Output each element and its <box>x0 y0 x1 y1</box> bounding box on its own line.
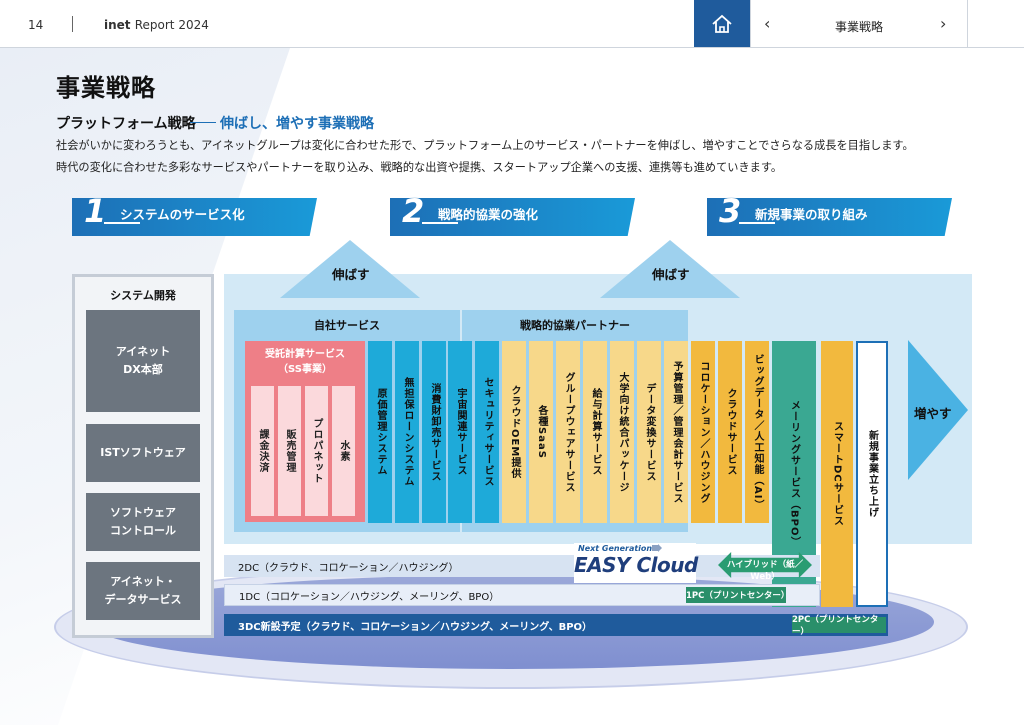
own-service-space: 宇宙関連サービス <box>448 341 472 523</box>
hybrid-label: ハイブリッド（紙／Web） <box>726 560 804 582</box>
partner-saas: 各種SaaS <box>529 341 553 523</box>
section-title: 事業戦略 <box>834 20 883 34</box>
body-text-line-1: 社会がいかに変わろうとも、アイネットグループは変化に合わせた形で、プラットフォー… <box>56 139 914 152</box>
ss-item-propanet: プロパネット <box>305 386 328 516</box>
strategy-label-1: システムのサービス化 <box>120 207 245 222</box>
ss-item-hydrogen: 水素 <box>332 386 355 516</box>
ss-business-title: 受託計算サービス （SS事業） <box>265 349 345 375</box>
dc3-row: 3DC新設予定（クラウド、コロケーション／ハウジング、メーリング、BPO） <box>224 614 888 636</box>
increase-label: 増やす <box>914 406 952 421</box>
service-smart-dc: スマートDCサービス <box>821 341 853 607</box>
subtitle-dash <box>190 122 216 123</box>
partner-data-conversion: データ変換サービス <box>637 341 661 523</box>
own-service-security: セキュリティサービス <box>475 341 499 523</box>
grow-label-2: 伸ばす <box>652 267 690 282</box>
strategy-number-3: 3 <box>719 192 742 230</box>
dev-unit-software-control: ソフトウェア コントロール <box>86 493 200 551</box>
ss-item-sales: 販売管理 <box>278 386 301 516</box>
own-service-wholesale: 消費財卸売サービス <box>422 341 446 523</box>
strategy-banner-2 <box>390 198 635 236</box>
header-divider <box>72 16 73 32</box>
partner-budget: 予算管理／管理会計サービス <box>664 341 688 523</box>
own-service-loan: 無担保ローンシステム <box>395 341 419 523</box>
home-icon <box>712 14 732 33</box>
subtitle: プラットフォーム戦略 <box>56 116 196 132</box>
strategy-arrow-3 <box>739 222 775 224</box>
partner-groupware: グループウェアサービス <box>556 341 580 523</box>
header-border <box>0 47 1024 48</box>
easy-cloud-logo <box>574 543 696 583</box>
dev-unit-data-service: アイネット・ データサービス <box>86 562 200 620</box>
own-services-header: 自社サービス <box>234 310 460 340</box>
pc2-tag: 2PC（プリントセンター） <box>792 615 886 637</box>
report-title: inet Report 2024 <box>104 18 209 32</box>
dev-unit-dx: アイネット DX本部 <box>86 310 200 412</box>
own-service-cost-mgmt: 原価管理システム <box>368 341 392 523</box>
grow-label-1: 伸ばす <box>332 267 370 282</box>
next-page-button[interactable]: › <box>940 14 947 33</box>
easy-cloud-tagline: Next Generation <box>578 544 653 553</box>
strategy-banner-3 <box>707 198 952 236</box>
easy-cloud-arrow-icon <box>652 544 662 552</box>
service-bigdata-ai: ビッグデータ／人工知能（AI） <box>745 341 769 523</box>
dev-unit-ist: ISTソフトウェア <box>86 424 200 482</box>
partner-university: 大学向け統合パッケージ <box>610 341 634 523</box>
strategy-label-3: 新規事業の取り組み <box>755 207 868 222</box>
partner-payroll: 給与計算サービス <box>583 341 607 523</box>
strategy-number-2: 2 <box>402 192 425 230</box>
partner-cloud-oem: クラウドOEM提供 <box>502 341 526 523</box>
partners-header: 戦略的協業パートナー <box>462 310 688 340</box>
strategy-arrow-1 <box>104 222 140 224</box>
new-business-launch: 新規事業立ち上げ <box>856 341 888 607</box>
section-nav <box>750 0 968 48</box>
easy-cloud-name: EASY Cloud <box>574 553 698 577</box>
dc1-row: 1DC（コロケーション／ハウジング、メーリング、BPO） <box>224 584 820 606</box>
service-cloud: クラウドサービス <box>718 341 742 523</box>
home-button[interactable] <box>694 0 750 48</box>
prev-page-button[interactable]: ‹ <box>764 14 771 33</box>
body-text-line-2: 時代の変化に合わせた多彩なサービスやパートナーを取り込み、戦略的な出資や提携、ス… <box>56 161 783 174</box>
page-number: 14 <box>28 18 44 32</box>
strategy-label-2: 戦略的協業の強化 <box>438 207 539 222</box>
pc1-tag: 1PC（プリントセンター） <box>686 587 789 603</box>
ss-item-billing: 課金決済 <box>251 386 274 516</box>
page-title: 事業戦略 <box>56 74 156 102</box>
strategy-arrow-2 <box>422 222 458 224</box>
subtitle-accent: 伸ばし、増やす事業戦略 <box>220 116 374 132</box>
strategy-number-1: 1 <box>84 192 107 230</box>
system-dev-title: システム開発 <box>110 289 176 302</box>
service-colocation: コロケーション／ハウジング <box>691 341 715 523</box>
strategy-banner-1 <box>72 198 317 236</box>
